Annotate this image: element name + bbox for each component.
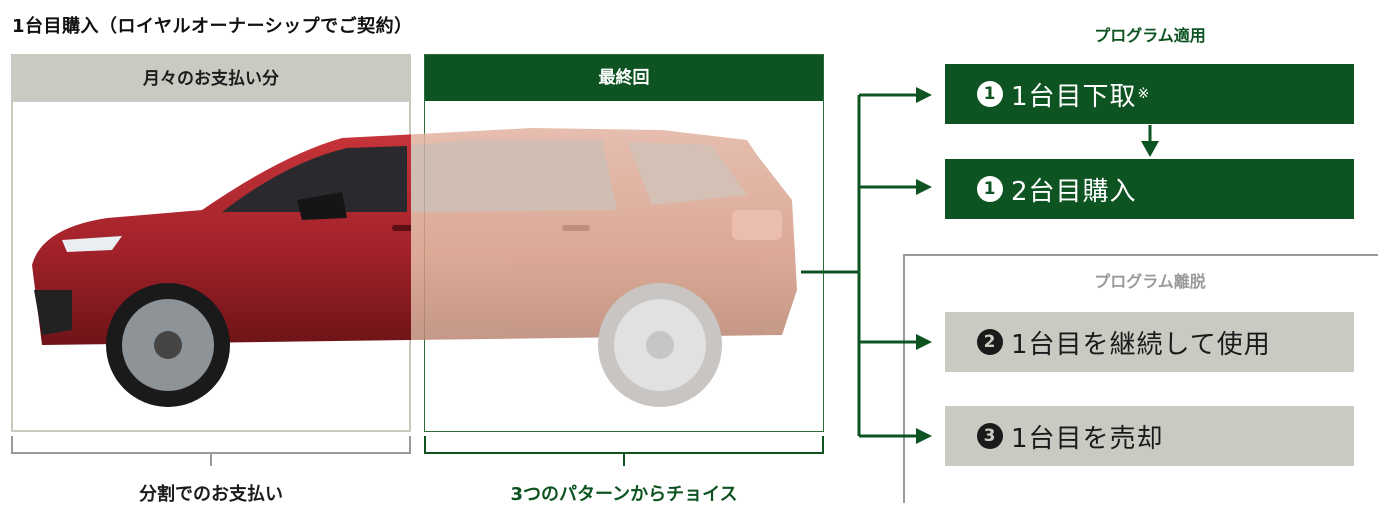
option-keep-using: 2 1台目を継続して使用 <box>945 312 1354 372</box>
car-front-red <box>32 134 411 407</box>
number-badge: 2 <box>977 329 1003 355</box>
option-trade-in: 1 1台目下取 ※ <box>945 64 1354 124</box>
option-sell-text: 1台目を売却 <box>1011 423 1164 454</box>
option-second-purchase: 1 2台目購入 <box>945 159 1354 219</box>
payment-bracket-left <box>11 436 411 466</box>
monthly-payment-header: 月々のお支払い分 <box>13 56 409 102</box>
page-title: 1台目購入（ロイヤルオーナーシップでご契約） <box>12 16 413 37</box>
option-keep-using-text: 1台目を継続して使用 <box>1011 329 1271 360</box>
arrow-right-icon <box>916 334 932 350</box>
footnote-mark: ※ <box>1137 86 1151 102</box>
installment-caption: 分割でのお支払い <box>139 484 283 505</box>
program-leave-label: プログラム離脱 <box>1094 272 1206 291</box>
option-trade-in-text: 1台目下取 <box>1011 81 1137 112</box>
final-payment-header: 最終回 <box>425 55 823 101</box>
arrow-right-icon <box>916 87 932 103</box>
choice-caption: 3つのパターンからチョイス <box>510 484 738 505</box>
arrow-down-icon <box>1141 141 1159 157</box>
option-sell: 3 1台目を売却 <box>945 406 1354 466</box>
car-illustration <box>32 128 797 407</box>
arrow-right-icon <box>916 428 932 444</box>
program-apply-label: プログラム適用 <box>1094 26 1206 45</box>
payment-bracket-right <box>424 436 824 466</box>
final-payment-panel: 最終回 <box>424 54 824 432</box>
car-rear-faded <box>411 128 797 407</box>
number-badge: 1 <box>977 81 1003 107</box>
option-second-purchase-text: 2台目購入 <box>1011 176 1137 207</box>
leave-section-frame <box>903 254 1378 503</box>
number-badge: 3 <box>977 423 1003 449</box>
number-badge: 1 <box>977 176 1003 202</box>
arrow-right-icon <box>916 179 932 195</box>
